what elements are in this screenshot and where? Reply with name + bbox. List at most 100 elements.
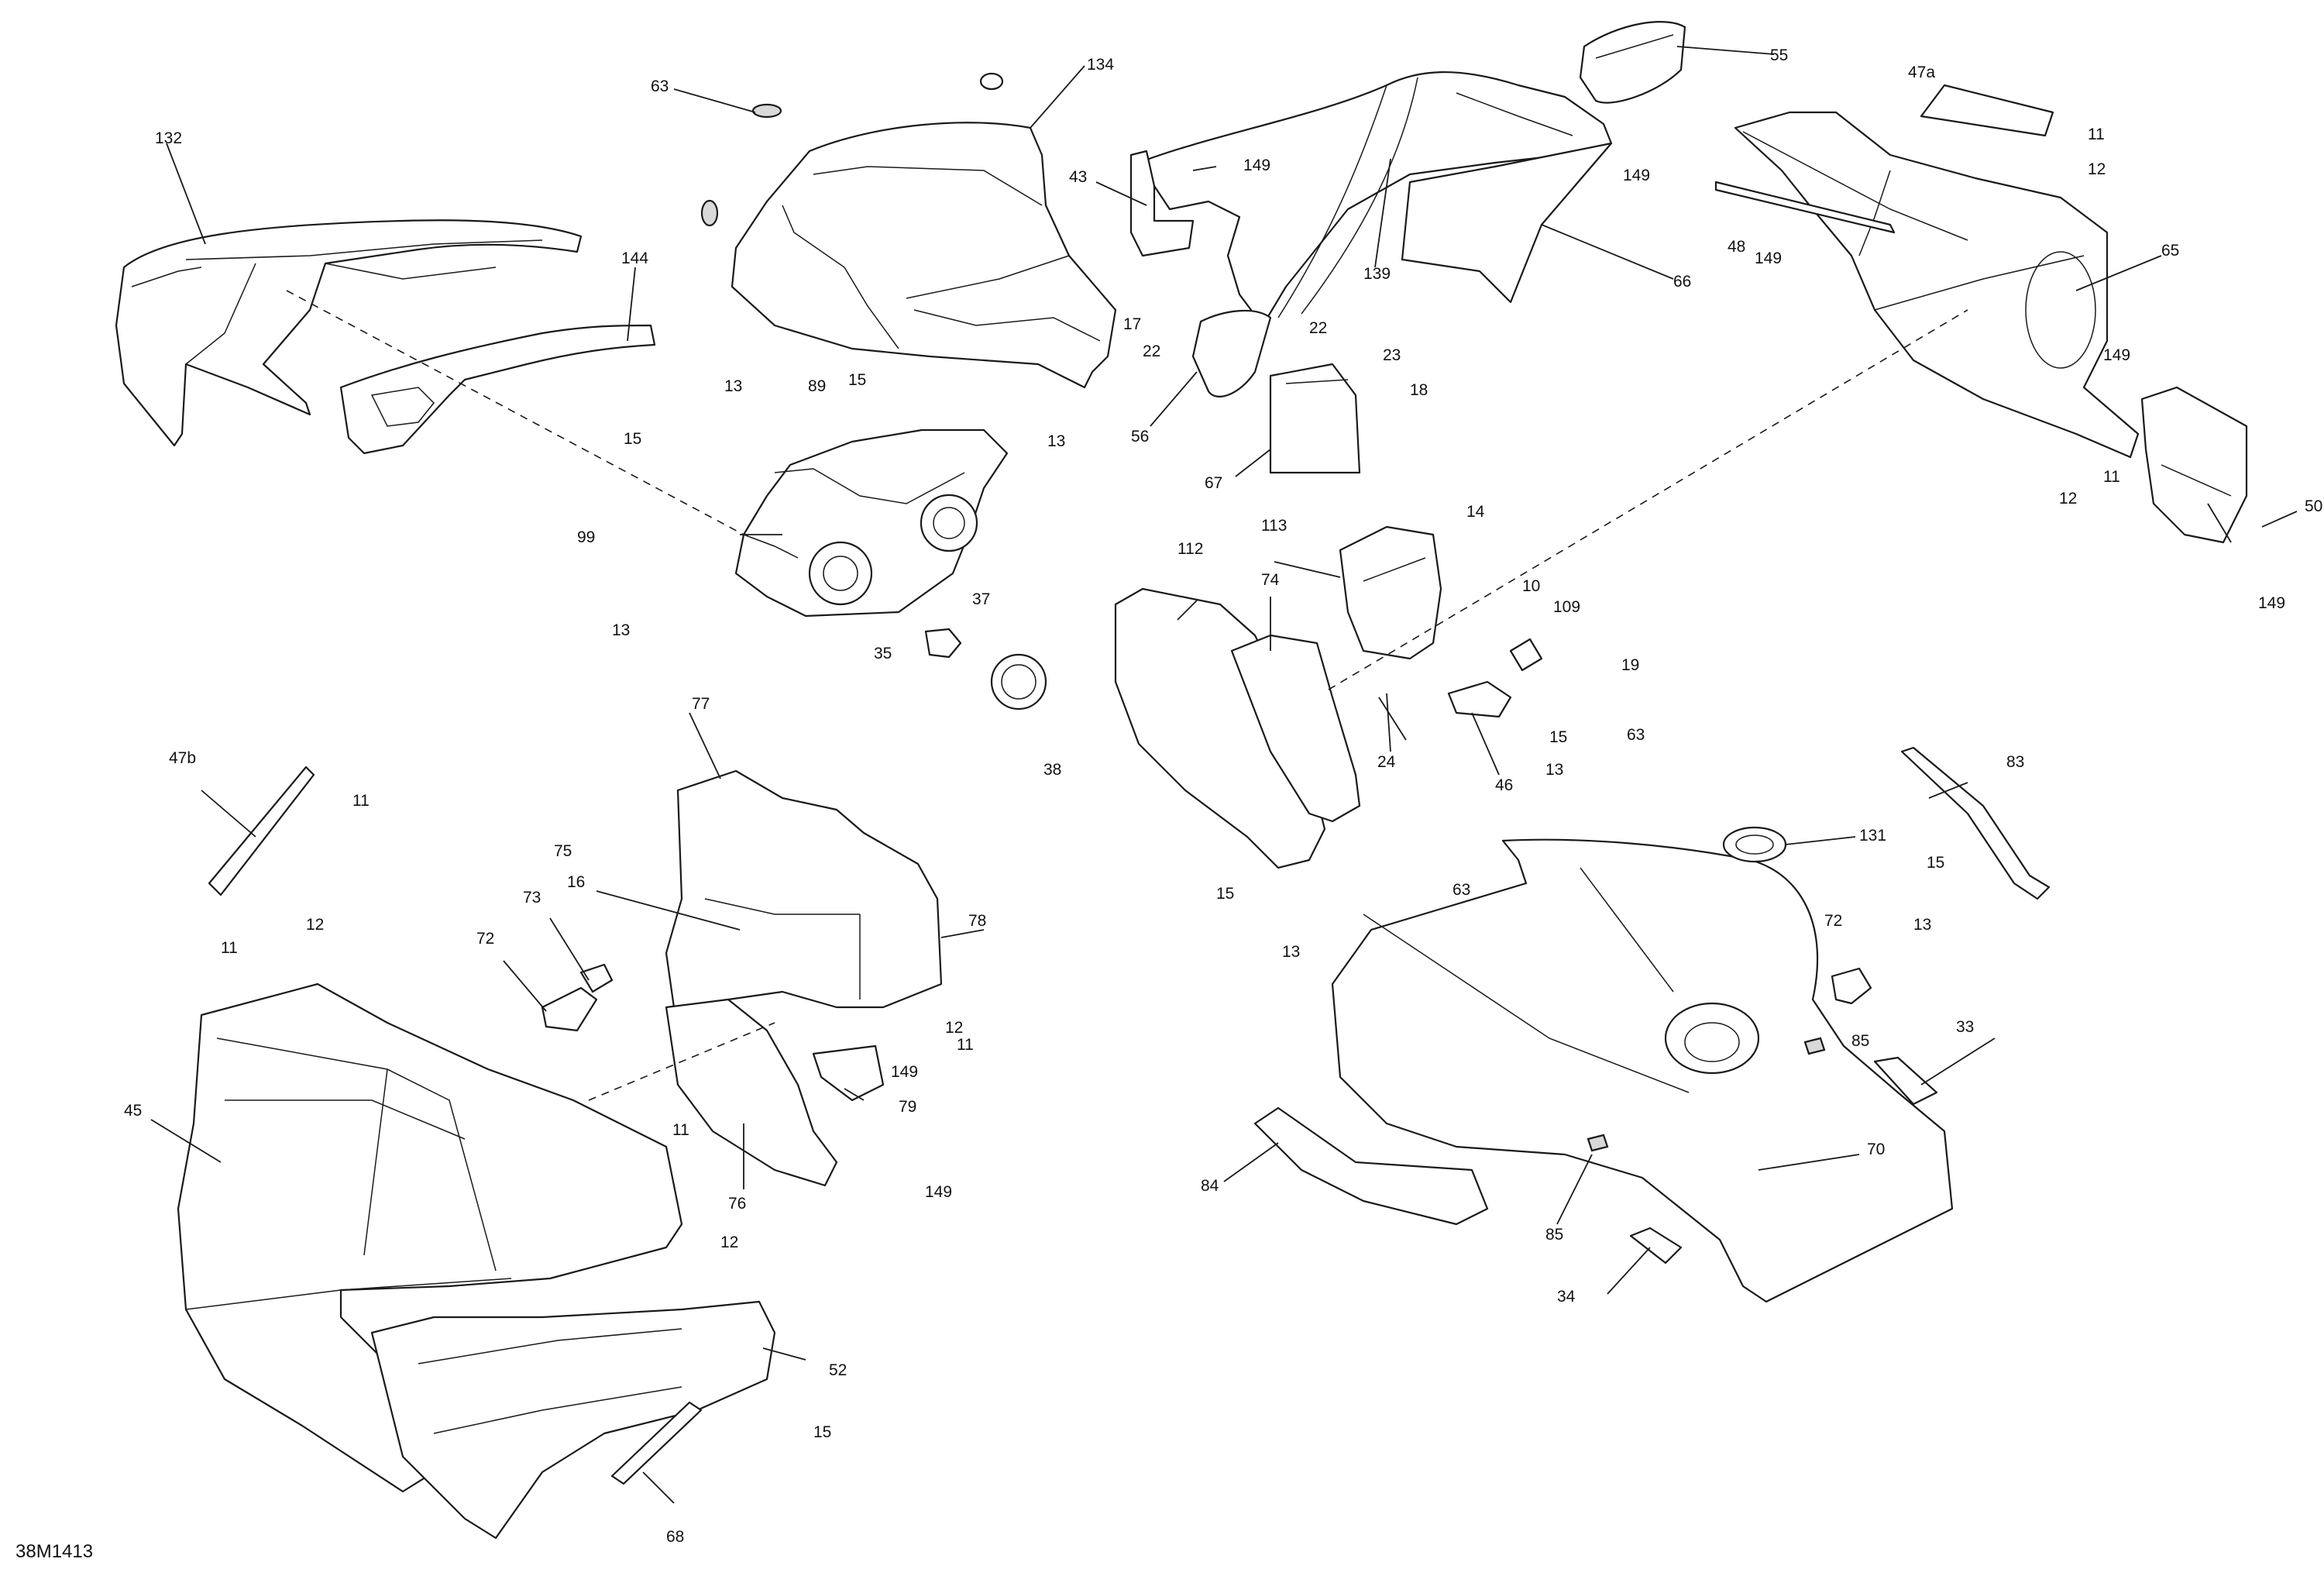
- callout-48: 48: [1728, 238, 1745, 256]
- callout-68: 68: [666, 1528, 684, 1546]
- part-72-connector-left: [541, 963, 614, 1032]
- callout-11-b: 11: [2103, 468, 2120, 486]
- callout-70: 70: [1867, 1141, 1885, 1158]
- callout-11-c: 11: [352, 792, 370, 810]
- callout-85-a: 85: [1545, 1226, 1563, 1244]
- callout-63-top: 63: [651, 77, 669, 95]
- callout-38: 38: [1043, 761, 1061, 779]
- part-132-front-fairing: [115, 219, 583, 447]
- callout-83: 83: [2006, 753, 2024, 771]
- leader-lines: [150, 46, 2298, 1504]
- part-74-cover: [1230, 634, 1361, 823]
- callout-15-e: 15: [1216, 885, 1234, 903]
- part-47b-clip: [208, 766, 315, 896]
- callout-33: 33: [1956, 1018, 1974, 1036]
- part-76-panel: [665, 998, 838, 1187]
- callout-149-e: 149: [2258, 594, 2285, 612]
- callout-14: 14: [1466, 503, 1485, 521]
- part-68-strip: [610, 1401, 703, 1485]
- callout-67: 67: [1205, 474, 1222, 492]
- callout-74: 74: [1261, 571, 1280, 589]
- callout-15-f: 15: [1927, 854, 1944, 872]
- part-43-bracket: [1129, 150, 1195, 257]
- callout-46: 46: [1495, 776, 1513, 794]
- callout-34: 34: [1557, 1288, 1576, 1306]
- part-45-lower-fairing: [177, 982, 683, 1493]
- callout-78: 78: [968, 912, 986, 930]
- part-67-cover: [1269, 363, 1361, 474]
- callout-113: 113: [1261, 517, 1287, 535]
- part-83-strip: [1900, 746, 2051, 900]
- part-112-panel: [1114, 587, 1326, 869]
- part-131-ring: [1722, 826, 1787, 863]
- callout-139: 139: [1363, 265, 1391, 283]
- callout-11-d: 11: [221, 939, 238, 957]
- callout-12-b: 12: [2059, 490, 2077, 508]
- part-52-lower-panel: [370, 1300, 776, 1540]
- callout-134: 134: [1087, 56, 1114, 74]
- callout-12-a: 12: [2088, 160, 2106, 178]
- callout-63-center: 63: [1627, 726, 1645, 744]
- callout-15-c: 15: [813, 1423, 831, 1441]
- callout-47b: 47b: [169, 749, 196, 767]
- callout-72-right: 72: [1824, 912, 1842, 930]
- callout-65: 65: [2161, 242, 2179, 260]
- callout-13-d: 13: [1545, 761, 1563, 779]
- part-50-bracket: [2140, 386, 2248, 544]
- part-139-upper-fairing: [1137, 71, 1613, 327]
- part-34-pad: [1629, 1227, 1683, 1264]
- callout-23: 23: [1383, 346, 1401, 364]
- part-48-strip: [1714, 181, 1896, 234]
- callout-47a: 47a: [1908, 64, 1935, 81]
- part-113-housing: [1339, 525, 1442, 660]
- callout-144: 144: [621, 249, 648, 267]
- callout-56: 56: [1131, 428, 1149, 446]
- callout-84: 84: [1201, 1177, 1219, 1195]
- part-75-panel: [665, 769, 943, 1009]
- callout-17: 17: [1123, 315, 1141, 333]
- callout-149-g: 149: [925, 1183, 952, 1201]
- part-35-bulb: [924, 628, 962, 659]
- callout-55: 55: [1770, 46, 1788, 64]
- part-134-cluster-housing: [731, 72, 1117, 389]
- callout-11-e: 11: [957, 1036, 974, 1054]
- callout-35: 35: [874, 645, 892, 662]
- callout-77: 77: [692, 695, 710, 713]
- callout-12-d: 12: [945, 1019, 963, 1037]
- callout-112: 112: [1177, 540, 1203, 558]
- callout-66: 66: [1673, 273, 1691, 291]
- callout-75: 75: [554, 842, 572, 860]
- callout-12-e: 12: [720, 1234, 738, 1251]
- callout-43: 43: [1069, 168, 1087, 186]
- part-144-trim-strip: [339, 324, 656, 455]
- callout-76: 76: [728, 1195, 746, 1213]
- callout-11-f: 11: [672, 1121, 689, 1139]
- part-63-grommet: [700, 103, 782, 227]
- callout-73: 73: [523, 889, 541, 907]
- part-56-mirror-left: [1191, 309, 1272, 397]
- part-84-strip: [1253, 1106, 1489, 1226]
- part-33-pad: [1873, 1056, 1938, 1106]
- callout-52: 52: [829, 1361, 847, 1379]
- callout-15-a: 15: [624, 430, 641, 448]
- part-46-latch: [1447, 680, 1512, 718]
- part-99-headlight-assembly: [734, 428, 1009, 618]
- callout-37: 37: [972, 590, 990, 608]
- callout-149-d: 149: [2103, 346, 2130, 364]
- part-47a-clip: [1920, 84, 2054, 137]
- callout-89: 89: [808, 377, 826, 395]
- callout-109: 109: [1553, 598, 1580, 616]
- part-72-connector-right: [1831, 967, 1872, 1005]
- part-70-lower-body: [1331, 838, 1954, 1303]
- callout-72-left: 72: [476, 930, 494, 948]
- callout-24: 24: [1377, 753, 1396, 771]
- callout-50: 50: [2305, 497, 2322, 515]
- callout-131: 131: [1859, 827, 1886, 845]
- part-38-ring: [990, 653, 1047, 711]
- callout-13-f: 13: [1913, 916, 1931, 934]
- reference-code: 38M1413: [15, 1541, 93, 1562]
- part-65-side-panel: [1734, 111, 2140, 459]
- callout-22-b: 22: [1309, 319, 1327, 337]
- callout-18: 18: [1410, 381, 1428, 399]
